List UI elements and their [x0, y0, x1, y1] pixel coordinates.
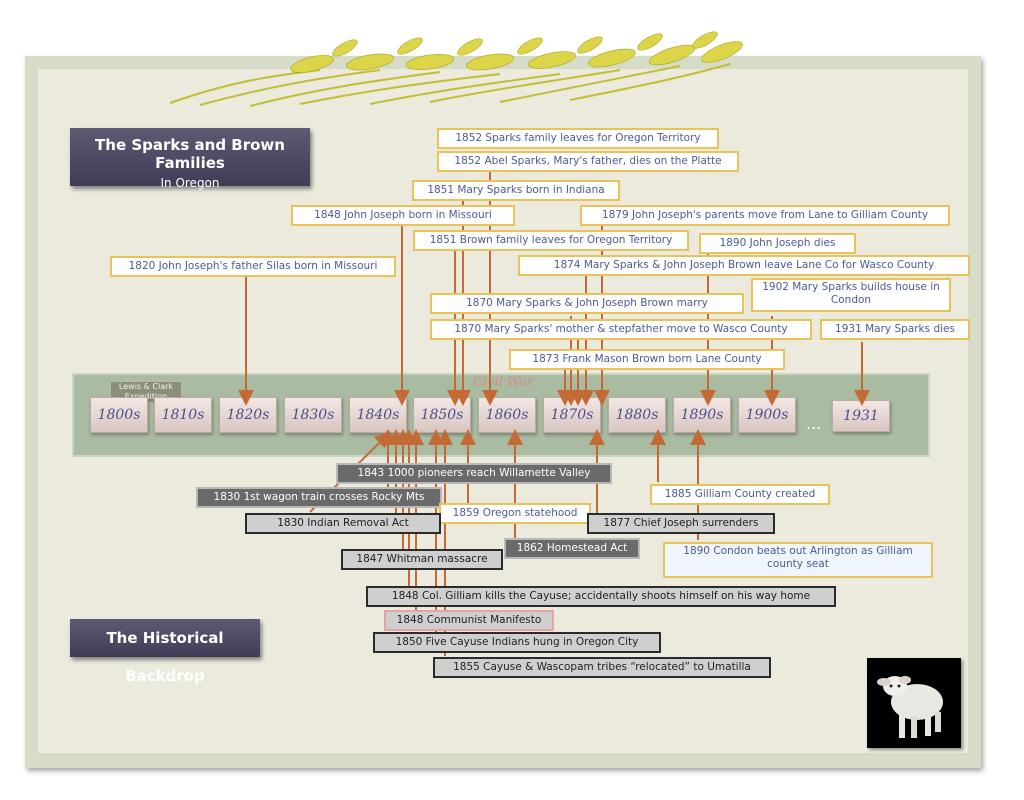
family-event-1852-sparks-leave: 1852 Sparks family leaves for Oregon Ter…: [437, 128, 719, 149]
family-event-1851-brown-leave: 1851 Brown family leaves for Oregon Terr…: [413, 230, 689, 251]
family-event-1902-condon-house: 1902 Mary Sparks builds house in Condon: [751, 278, 951, 312]
history-event-1890-condon-seat: 1890 Condon beats out Arlington as Gilli…: [663, 542, 933, 578]
decade-1800s: 1800s: [90, 397, 148, 433]
decade-1810s: 1810s: [154, 397, 212, 433]
family-event-1870-marry: 1870 Mary Sparks & John Joseph Brown mar…: [430, 293, 744, 314]
decade-1900s: 1900s: [738, 397, 796, 433]
families-title-line2: In Oregon: [160, 176, 220, 190]
history-event-1850-cayuse-hung: 1850 Five Cayuse Indians hung in Oregon …: [373, 632, 661, 653]
history-event-1885-gilliam-county: 1885 Gilliam County created: [650, 484, 830, 505]
family-event-1851-mary-born: 1851 Mary Sparks born in Indiana: [412, 180, 620, 201]
history-event-1830-indian-removal: 1830 Indian Removal Act: [245, 513, 441, 534]
historical-title: The Historical Backdrop: [70, 619, 260, 685]
family-event-1870-mother-move: 1870 Mary Sparks' mother & stepfather mo…: [430, 319, 812, 340]
history-event-1859-statehood: 1859 Oregon statehood: [439, 503, 591, 524]
history-event-1848-gilliam-cayuse: 1848 Col. Gilliam kills the Cayuse; acci…: [366, 586, 836, 607]
family-event-1879-parents-move: 1879 John Joseph's parents move from Lan…: [580, 205, 950, 226]
family-event-1931-mary-dies: 1931 Mary Sparks dies: [820, 319, 970, 340]
wheat-illustration: [169, 31, 743, 107]
history-event-1847-whitman: 1847 Whitman massacre: [341, 549, 503, 570]
history-event-1843-pioneers: 1843 1000 pioneers reach Willamette Vall…: [336, 463, 612, 484]
family-event-1890-john-dies: 1890 John Joseph dies: [699, 233, 856, 254]
timeline-ellipsis: ...: [806, 414, 822, 433]
historical-title-text: The Historical Backdrop: [106, 629, 224, 685]
civil-war-label: Civil War: [473, 375, 534, 390]
lamb-icon: [867, 658, 961, 748]
families-title-line1: The Sparks and Brown Families: [95, 136, 285, 172]
family-event-1874-leave-lane: 1874 Mary Sparks & John Joseph Brown lea…: [518, 255, 970, 276]
history-event-1877-chief-joseph: 1877 Chief Joseph surrenders: [587, 513, 775, 534]
decade-1880s: 1880s: [608, 397, 666, 433]
history-event-1830-wagon-train: 1830 1st wagon train crosses Rocky Mts: [196, 487, 442, 508]
family-event-1873-frank-born: 1873 Frank Mason Brown born Lane County: [509, 349, 785, 370]
decade-1860s: 1860s: [478, 397, 536, 433]
decade-1890s: 1890s: [673, 397, 731, 433]
decade-1830s: 1830s: [284, 397, 342, 433]
families-title: The Sparks and Brown Families In Oregon: [70, 128, 310, 190]
family-event-1820-silas-born: 1820 John Joseph's father Silas born in …: [110, 256, 396, 277]
family-event-1852-abel-dies: 1852 Abel Sparks, Mary's father, dies on…: [437, 151, 739, 172]
family-event-1848-john-born: 1848 John Joseph born in Missouri: [291, 205, 515, 226]
history-event-1862-homestead: 1862 Homestead Act: [504, 538, 640, 559]
history-event-1855-relocated: 1855 Cayuse & Wascopam tribes “relocated…: [433, 657, 771, 678]
history-event-1848-manifesto: 1848 Communist Manifesto: [384, 610, 554, 631]
